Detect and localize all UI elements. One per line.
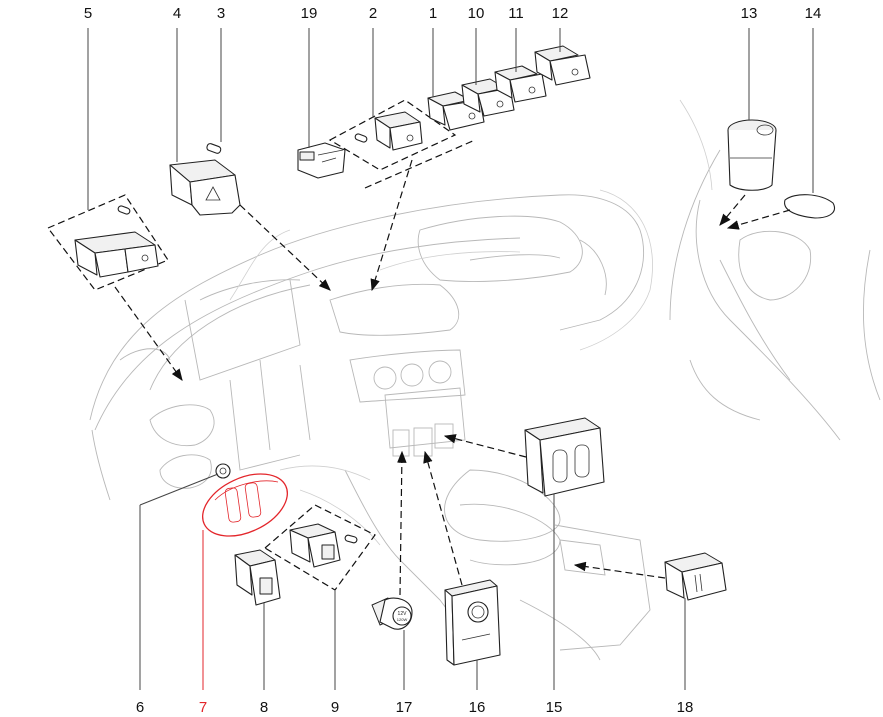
callout-1: 1 [429,5,437,22]
callout-11: 11 [508,5,524,22]
callout-13: 13 [741,5,758,22]
part-3-bulb [206,143,222,154]
callout-17: 17 [396,699,413,716]
callout-5: 5 [84,5,92,22]
part-14-cover [784,194,835,219]
door-outline [669,99,881,441]
top-callout-labels: 5 4 3 19 2 1 10 11 12 13 14 [84,5,822,22]
leader-lines [87,28,814,690]
part-2-group [328,99,457,171]
callout-16: 16 [469,699,486,716]
callout-8: 8 [260,699,268,716]
part-1-switch [427,91,485,131]
installation-arrows [114,139,791,596]
part-17-lighter: 12V 120W [371,597,413,630]
callout-12: 12 [552,5,569,22]
callout-10: 10 [468,5,485,22]
callout-6: 6 [136,699,144,716]
part-16-rotary-control [444,579,501,666]
callout-3: 3 [217,5,225,22]
part-6-switch [215,463,231,479]
callout-14: 14 [805,5,822,22]
part-18-switch [664,552,727,601]
callout-7-highlighted: 7 [199,699,207,716]
part-8-dimmer-switch [234,549,281,606]
dashboard-outline [89,189,653,501]
callout-4: 4 [173,5,181,22]
callout-9: 9 [331,699,339,716]
part-7-highlighted-bezel [201,473,289,537]
callout-18: 18 [677,699,694,716]
part-5-group [47,194,169,291]
lighter-wattage-text: 120W [397,617,408,622]
callout-19: 19 [301,5,318,22]
part-19-connector [297,142,346,179]
part-12-switch [534,45,591,86]
part-13-door-switch [727,119,777,191]
part-10-switch [461,78,515,117]
callout-2: 2 [369,5,377,22]
callout-15: 15 [546,699,563,716]
part-15-window-switch [524,417,605,497]
bottom-callout-labels: 6 7 8 9 17 16 15 18 [136,699,694,716]
part-11-switch [494,65,547,103]
lighter-voltage-text: 12V [398,611,408,617]
part-4-hazard-switch [169,159,241,216]
part-9-group [263,504,376,591]
